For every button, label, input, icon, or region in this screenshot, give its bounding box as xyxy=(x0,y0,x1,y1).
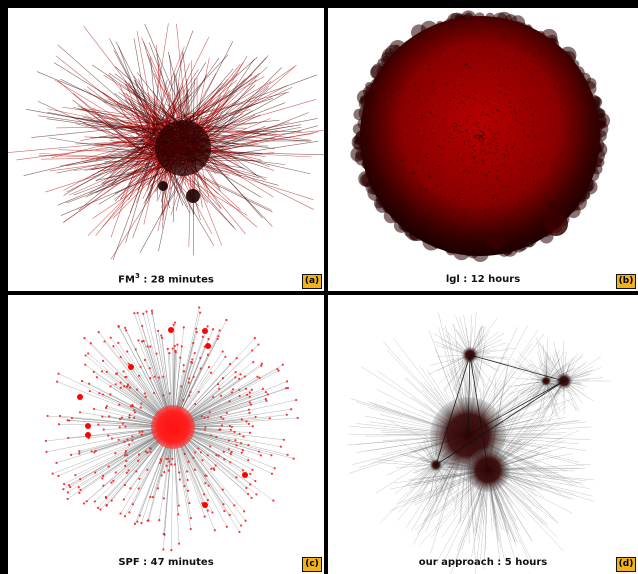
our-approach-graph-layout xyxy=(347,312,611,574)
panel-our-approach-badge: (d) xyxy=(616,557,636,572)
panel-fm3: FM3 : 28 minutes (a) xyxy=(8,8,324,291)
panel-fm3-caption-main: FM xyxy=(118,274,135,285)
panel-lgl: lgl : 12 hours (b) xyxy=(328,8,638,291)
panel-fm3-caption-sup: 3 xyxy=(134,271,140,280)
panel-fm3-caption-rest: : 28 minutes xyxy=(139,274,214,285)
lgl-graph-layout xyxy=(350,10,611,262)
panel-spf-badge: (c) xyxy=(302,557,322,572)
panel-lgl-caption: lgl : 12 hours xyxy=(445,274,521,285)
fm3-graph-layout xyxy=(8,23,324,261)
panel-lgl-badge: (b) xyxy=(616,274,636,289)
panel-our-approach-caption: our approach : 5 hours xyxy=(418,557,548,568)
panel-fm3-badge: (a) xyxy=(302,274,322,289)
panel-spf-caption: SPF : 47 minutes xyxy=(118,557,214,568)
panel-fm3-caption: FM3 : 28 minutes xyxy=(8,272,324,285)
panel-our-approach: our approach : 5 hours (d) xyxy=(328,295,638,574)
panel-spf: SPF : 47 minutes (c) xyxy=(8,295,324,574)
spf-graph-layout xyxy=(44,306,299,552)
